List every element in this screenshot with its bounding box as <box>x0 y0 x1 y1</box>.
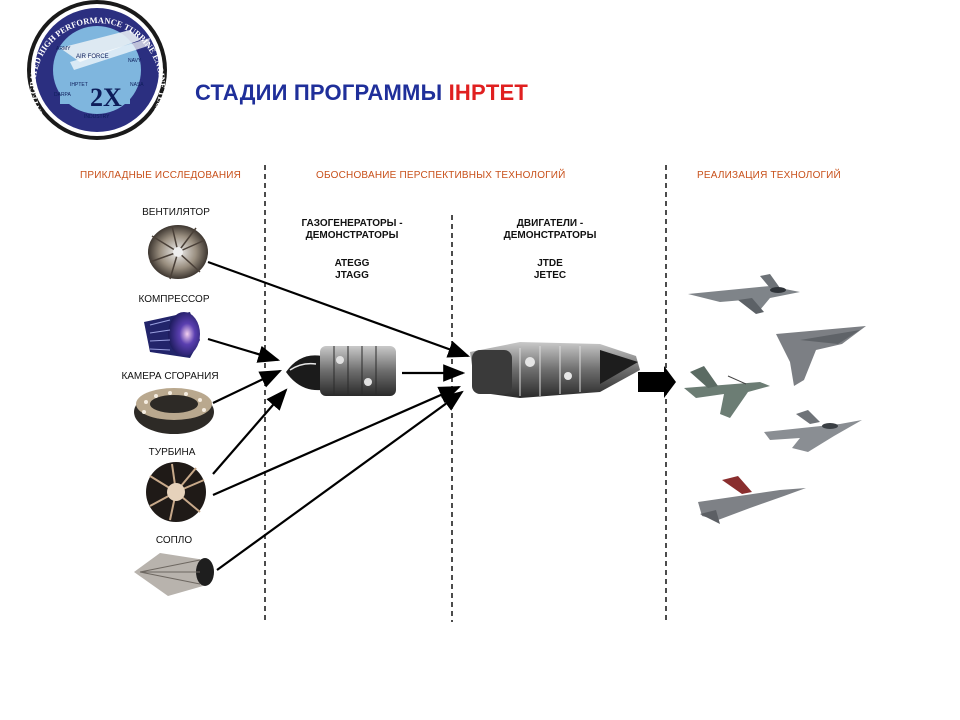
fan-icon <box>148 225 208 280</box>
gasgen-heading: ГАЗОГЕНЕРАТОРЫ - ДЕМОНСТРАТОРЫ <box>286 218 418 242</box>
component-label-fan: ВЕНТИЛЯТОР <box>142 207 210 218</box>
arrow-nozzle-to-engine <box>216 390 464 571</box>
aircraft-f35-icon <box>764 410 862 452</box>
arrow-turbine-to-gasgen <box>212 388 288 475</box>
gasgen-program-2: JTAGG <box>335 270 369 281</box>
logo-inner-label: DARPA <box>54 92 72 98</box>
component-label-nozzle: СОПЛО <box>155 535 193 546</box>
component-label-compressor: КОМПРЕССОР <box>138 294 210 305</box>
title-main: СТАДИИ ПРОГРАММЫ <box>195 80 443 105</box>
logo-inner-label: IHPTET <box>70 82 88 88</box>
component-label-combustor: КАМЕРА СГОРАНИЯ <box>121 371 219 382</box>
column-heading-applied: ПРИКЛАДНЫЕ ИССЛЕДОВАНИЯ <box>80 170 242 181</box>
gas-generator-image <box>282 338 402 400</box>
arrow-combustor-to-gasgen <box>212 370 282 404</box>
aircraft-mig-icon <box>698 476 806 524</box>
big-arrow-icon <box>638 366 676 398</box>
gasgen-heading-line2: ДЕМОНСТРАТОРЫ <box>305 230 399 241</box>
logo-mark: 2X <box>90 83 122 112</box>
title-accent: IHPTET <box>448 80 529 105</box>
gasgen-program-1: ATEGG <box>334 258 370 269</box>
logo-inner-label: NAVY <box>128 58 142 64</box>
gasgen-programs: ATEGG JTAGG <box>316 258 388 282</box>
engines-heading-line2: ДЕМОНСТРАТОРЫ <box>503 230 597 241</box>
engines-heading: ДВИГАТЕЛИ - ДЕМОНСТРАТОРЫ <box>486 218 614 242</box>
aircraft-f16-icon <box>688 274 800 314</box>
logo-inner-label: AIR FORCE <box>76 54 109 60</box>
combustor-icon <box>134 388 214 434</box>
engines-heading-line1: ДВИГАТЕЛИ - <box>516 218 584 229</box>
column-heading-justification: ОБОСНОВАНИЕ ПЕРСПЕКТИВНЫХ ТЕХНОЛОГИЙ <box>316 170 566 181</box>
logo-inner-label: NASA <box>130 82 144 88</box>
page-title: СТАДИИ ПРОГРАММЫ IHPTET <box>195 80 528 106</box>
gasgen-heading-line1: ГАЗОГЕНЕРАТОРЫ - <box>301 218 403 229</box>
logo-inner-label: INDUSTRY <box>84 114 110 120</box>
column-heading-implementation: РЕАЛИЗАЦИЯ ТЕХНОЛОГИЙ <box>697 170 841 181</box>
engines-programs: JTDE JETEC <box>514 258 586 282</box>
engines-program-1: JTDE <box>537 258 563 269</box>
aircraft-b2-icon <box>776 326 866 386</box>
component-label-turbine: ТУРБИНА <box>148 447 196 458</box>
engines-program-2: JETEC <box>533 270 567 281</box>
turbine-icon <box>146 462 206 522</box>
compressor-icon <box>144 312 200 358</box>
arrow-fan-to-engine <box>207 260 471 358</box>
program-logo: 2X AIR FORCE IHPTET INDUSTRY ARMY NAVY N… <box>0 0 168 140</box>
nozzle-icon <box>134 553 214 596</box>
aircraft-f15-icon <box>684 366 770 418</box>
logo-inner-label: ARMY <box>56 46 71 52</box>
arrow-compressor-to-gasgen <box>207 337 281 363</box>
arrow-turbine-to-engine <box>212 385 462 497</box>
engine-demonstrator-image <box>470 342 640 398</box>
flow-arrows <box>207 260 471 571</box>
